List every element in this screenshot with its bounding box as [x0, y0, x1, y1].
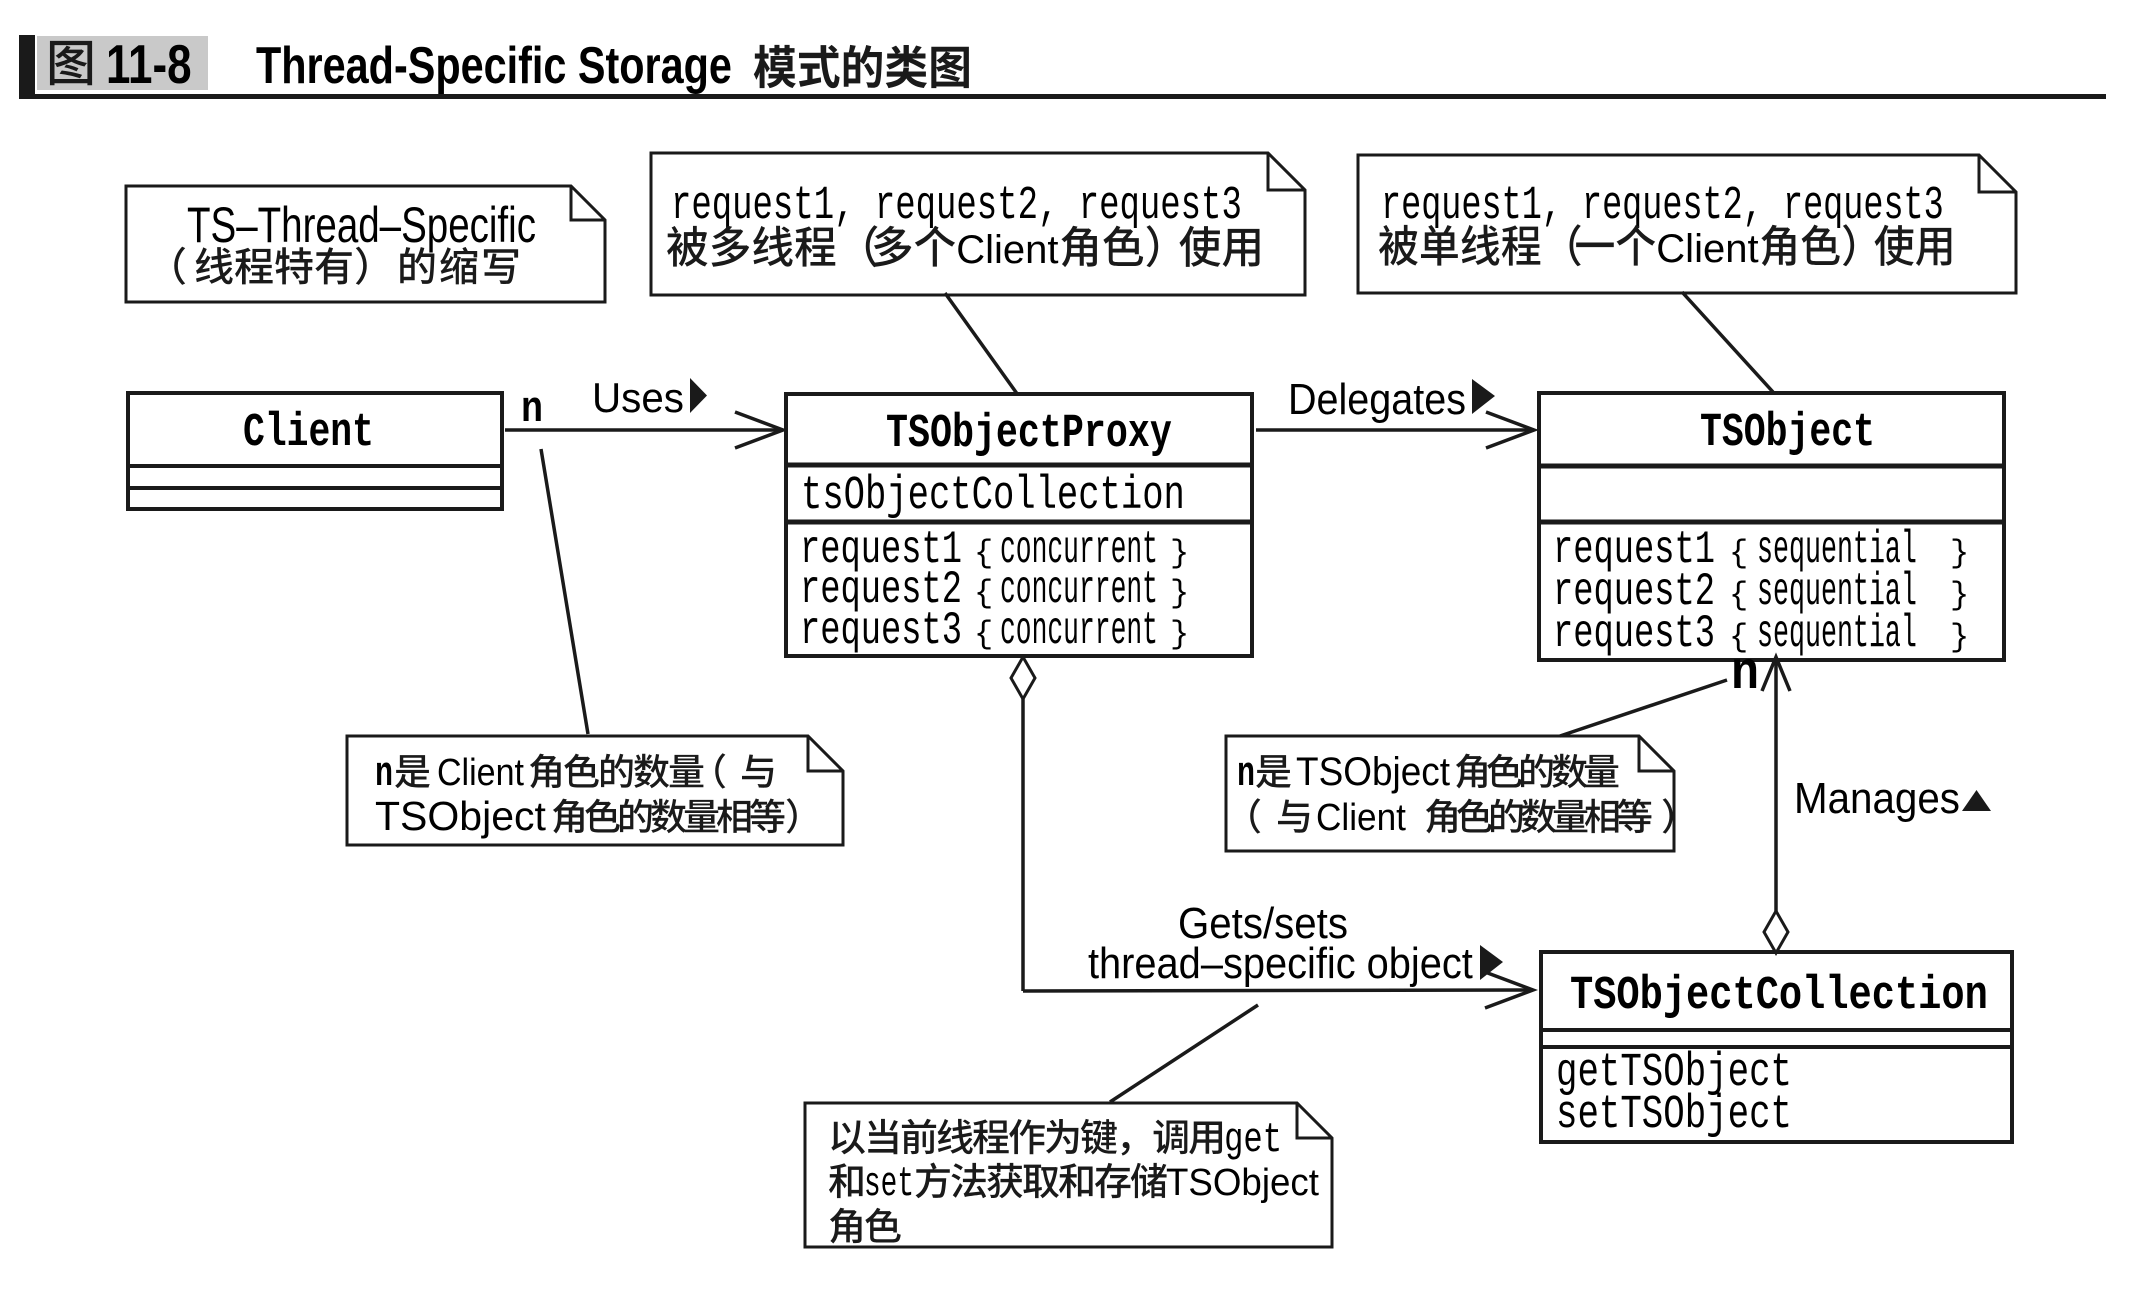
svg-text:Client: Client	[1316, 796, 1406, 839]
svg-text:{: {	[974, 535, 993, 572]
svg-text:setTSObject: setTSObject	[1556, 1088, 1792, 1142]
svg-text:request2: request2	[800, 564, 962, 616]
svg-text:concurrent: concurrent	[1000, 606, 1158, 658]
svg-text:request1, request2, request3: request1, request2, request3	[671, 180, 1242, 233]
svg-text:TSObjectProxy: TSObjectProxy	[886, 407, 1172, 461]
svg-text:Client: Client	[1656, 227, 1758, 271]
svg-text:Thread-Specific Storage: Thread-Specific Storage	[256, 35, 732, 94]
svg-text:Client: Client	[956, 228, 1058, 272]
svg-text:request3: request3	[800, 605, 962, 657]
svg-text:}: }	[1170, 616, 1189, 653]
svg-text:TSObject: TSObject	[1166, 1160, 1320, 1203]
svg-text:Client: Client	[437, 750, 524, 793]
svg-text:}: }	[1170, 575, 1189, 612]
svg-text:tsObjectCollection: tsObjectCollection	[801, 469, 1185, 523]
svg-text:Client: Client	[243, 406, 374, 460]
svg-text:{: {	[974, 575, 993, 612]
svg-text:n: n	[375, 750, 393, 797]
svg-text:request1, request2, request3: request1, request2, request3	[1381, 180, 1944, 233]
svg-text:{: {	[1729, 577, 1748, 614]
svg-text:TS–Thread–Specific: TS–Thread–Specific	[187, 198, 536, 253]
svg-text:11-8: 11-8	[106, 33, 192, 95]
svg-text:{: {	[1729, 619, 1748, 656]
svg-text:request1: request1	[1553, 524, 1715, 576]
svg-text:{: {	[974, 616, 993, 653]
svg-text:Gets/sets: Gets/sets	[1178, 898, 1348, 947]
svg-text:TSObjectCollection: TSObjectCollection	[1570, 969, 1988, 1022]
svg-text:thread–specific object: thread–specific object	[1088, 938, 1473, 987]
svg-text:sequential: sequential	[1757, 525, 1917, 576]
svg-text:concurrent: concurrent	[1000, 565, 1158, 617]
svg-text:}: }	[1950, 577, 1969, 614]
svg-text:request1: request1	[800, 524, 962, 576]
svg-text:n: n	[521, 385, 543, 435]
svg-text:getTSObject: getTSObject	[1556, 1046, 1792, 1100]
svg-text:Uses: Uses	[592, 374, 684, 421]
svg-text:n: n	[1237, 750, 1255, 797]
svg-text:request3: request3	[1553, 608, 1715, 660]
svg-text:Delegates: Delegates	[1288, 374, 1466, 423]
svg-text:}: }	[1170, 535, 1189, 572]
svg-text:TSObject: TSObject	[1296, 750, 1450, 795]
svg-text:Manages: Manages	[1794, 773, 1960, 822]
svg-text:concurrent: concurrent	[1000, 525, 1158, 577]
svg-text:request2: request2	[1553, 566, 1715, 618]
svg-text:sequential: sequential	[1757, 567, 1917, 618]
svg-text:}: }	[1950, 619, 1969, 656]
svg-text:set: set	[864, 1160, 914, 1208]
svg-text:TSObject: TSObject	[375, 793, 546, 839]
svg-text:}: }	[1950, 535, 1969, 572]
svg-text:{: {	[1729, 535, 1748, 572]
svg-text:n: n	[1731, 644, 1759, 705]
svg-text:sequential: sequential	[1757, 609, 1917, 660]
svg-text:get: get	[1224, 1117, 1282, 1164]
svg-text:TSObject: TSObject	[1700, 406, 1875, 460]
